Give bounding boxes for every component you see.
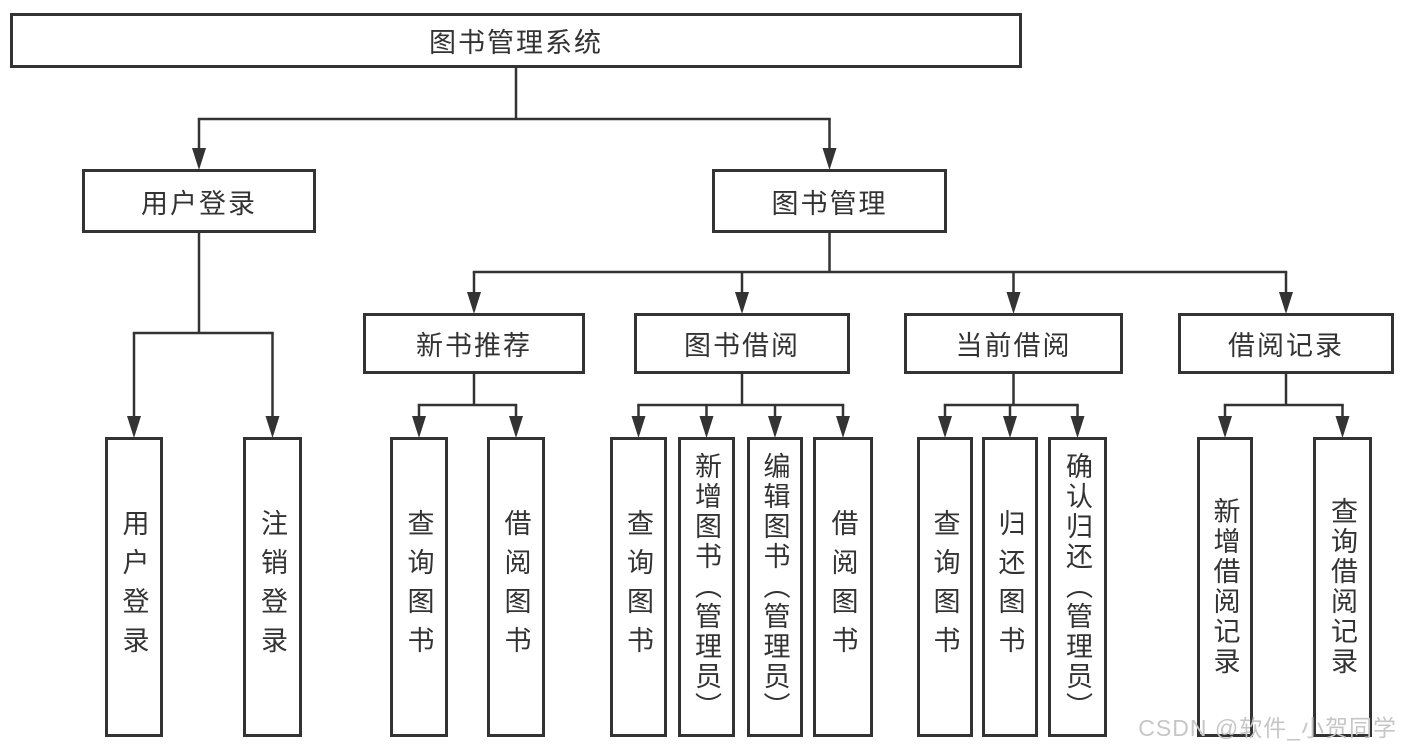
node-box-leaf-br-add: 新增借阅记录 — [1197, 437, 1253, 737]
node-box-leaf-cb-return: 归还图书 — [982, 437, 1038, 737]
node-label-leaf-bb-add: 新增图书（管理员） — [691, 452, 721, 722]
node-box-leaf-cb-confirm: 确认归还（管理员） — [1048, 437, 1107, 737]
node-box-new-book-rec: 新书推荐 — [363, 313, 585, 374]
node-box-leaf-user-login: 用户登录 — [105, 437, 163, 737]
node-box-book-mgmt: 图书管理 — [712, 169, 947, 233]
node-box-leaf-logout: 注销登录 — [243, 437, 302, 737]
node-label-leaf-bb-borrow: 借阅图书 — [827, 509, 858, 665]
node-label-leaf-cb-query: 查询图书 — [929, 509, 960, 665]
node-label-leaf-br-add: 新增借阅记录 — [1209, 497, 1240, 677]
node-label-user-login: 用户登录 — [141, 188, 257, 219]
node-box-leaf-br-query: 查询借阅记录 — [1313, 437, 1372, 737]
node-box-leaf-bb-borrow: 借阅图书 — [813, 437, 873, 737]
node-label-leaf-bb-query: 查询图书 — [623, 509, 653, 665]
node-box-leaf-nbr-borrow: 借阅图书 — [487, 437, 545, 737]
node-box-current-borrow: 当前借阅 — [904, 313, 1123, 374]
node-box-leaf-nbr-query: 查询图书 — [390, 437, 448, 737]
node-label-new-book-rec: 新书推荐 — [416, 331, 532, 361]
node-box-leaf-bb-query: 查询图书 — [610, 437, 667, 737]
node-label-leaf-nbr-borrow: 借阅图书 — [500, 509, 531, 665]
node-box-book-borrow: 图书借阅 — [634, 313, 850, 374]
node-label-leaf-cb-return: 归还图书 — [994, 509, 1025, 665]
node-label-root: 图书管理系统 — [429, 28, 603, 58]
node-label-book-borrow: 图书借阅 — [684, 331, 800, 361]
node-label-book-mgmt: 图书管理 — [771, 188, 888, 219]
node-box-leaf-bb-edit: 编辑图书（管理员） — [747, 437, 803, 737]
node-label-leaf-nbr-query: 查询图书 — [403, 509, 434, 665]
node-box-leaf-cb-query: 查询图书 — [917, 437, 973, 737]
node-label-leaf-cb-confirm: 确认归还（管理员） — [1062, 452, 1092, 722]
node-label-leaf-br-query: 查询借阅记录 — [1327, 497, 1357, 677]
node-box-root: 图书管理系统 — [10, 13, 1022, 68]
node-label-leaf-user-login: 用户登录 — [118, 509, 149, 665]
node-box-user-login: 用户登录 — [82, 169, 316, 233]
watermark: CSDN @软件_小贺同学 — [1138, 715, 1397, 741]
node-box-borrow-records: 借阅记录 — [1178, 313, 1394, 374]
node-label-leaf-bb-edit: 编辑图书（管理员） — [759, 452, 790, 722]
node-label-leaf-logout: 注销登录 — [257, 509, 287, 665]
node-label-borrow-records: 借阅记录 — [1228, 331, 1344, 361]
node-label-current-borrow: 当前借阅 — [955, 331, 1072, 361]
node-box-leaf-bb-add: 新增图书（管理员） — [678, 437, 735, 737]
